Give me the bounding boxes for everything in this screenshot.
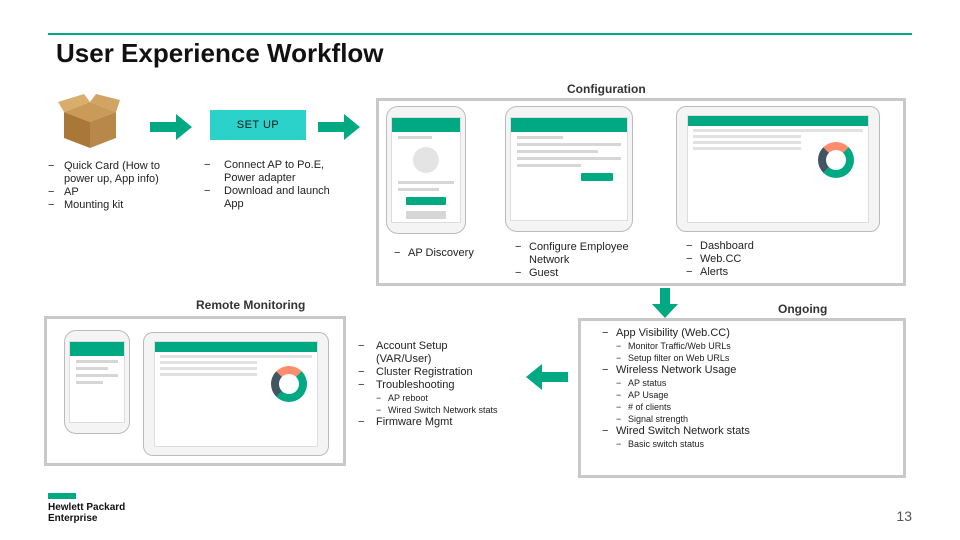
phone-mockup xyxy=(64,330,130,434)
list-subitem: −Wired Switch Network stats xyxy=(376,405,498,415)
list-item: −AP xyxy=(48,186,79,198)
list-item: −Configure Employee Network xyxy=(515,241,629,266)
list-item: −App Visibility (Web.CC) xyxy=(602,327,730,339)
list-subitem: −Setup filter on Web URLs xyxy=(616,353,730,363)
phone-mockup xyxy=(386,106,466,234)
list-item: −Troubleshooting xyxy=(358,379,455,391)
company-logo: Hewlett Packard Enterprise xyxy=(48,502,126,524)
discovery-list: −AP Discovery xyxy=(394,247,474,260)
arrow-right-icon xyxy=(318,114,360,140)
list-item: −Dashboard xyxy=(686,240,754,252)
list-item: −Firmware Mgmt xyxy=(358,416,453,428)
list-item: −Quick Card (How to power up, App info) xyxy=(48,160,160,185)
ongoing-label: Ongoing xyxy=(778,302,828,316)
setup-box: SET UP xyxy=(210,110,306,140)
title-rule xyxy=(48,33,912,35)
ongoing-list: −App Visibility (Web.CC) −Monitor Traffi… xyxy=(602,327,892,450)
list-item: −Account Setup (VAR/User) xyxy=(358,340,448,365)
list-item: −Mounting kit xyxy=(48,199,124,211)
list-item: −Download and launch App xyxy=(204,185,330,210)
setup-label: SET UP xyxy=(236,119,280,131)
list-item: −AP Discovery xyxy=(394,247,474,259)
box-contents-list: −Quick Card (How to power up, App info) … xyxy=(48,160,178,212)
list-item: −Web.CC xyxy=(686,253,742,265)
box-icon xyxy=(58,94,120,148)
dashboard-list: −Dashboard −Web.CC −Alerts xyxy=(686,240,754,279)
list-item: −Connect AP to Po.E, Power adapter xyxy=(204,159,325,184)
configuration-label: Configuration xyxy=(567,82,646,96)
logo-mark xyxy=(48,493,76,499)
arrow-down-icon xyxy=(652,288,678,318)
list-subitem: −AP status xyxy=(616,378,667,388)
list-item: −Wired Switch Network stats xyxy=(602,425,750,437)
ongoing-frame xyxy=(578,318,906,478)
page-title: User Experience Workflow xyxy=(56,38,384,68)
tablet-mockup xyxy=(676,106,880,232)
list-subitem: −AP Usage xyxy=(616,390,669,400)
arrow-left-icon xyxy=(526,364,568,390)
phone-mockup xyxy=(505,106,633,232)
arrow-right-icon xyxy=(150,114,192,140)
employee-list: −Configure Employee Network −Guest xyxy=(515,241,645,280)
remote-monitoring-list: −Account Setup (VAR/User) −Cluster Regis… xyxy=(358,340,498,429)
list-item: −Guest xyxy=(515,267,559,279)
list-item: −Alerts xyxy=(686,266,729,278)
list-item: −Wireless Network Usage xyxy=(602,364,737,376)
setup-list: −Connect AP to Po.E, Power adapter −Down… xyxy=(204,159,344,211)
list-item: −Cluster Registration xyxy=(358,366,473,378)
list-subitem: −AP reboot xyxy=(376,393,428,403)
list-subitem: −Monitor Traffic/Web URLs xyxy=(616,341,731,351)
page-number: 13 xyxy=(896,508,912,524)
list-subitem: −Signal strength xyxy=(616,414,689,424)
remote-monitoring-label: Remote Monitoring xyxy=(196,298,306,312)
tablet-mockup xyxy=(143,332,329,456)
list-subitem: −Basic switch status xyxy=(616,439,705,449)
list-subitem: −# of clients xyxy=(616,402,672,412)
